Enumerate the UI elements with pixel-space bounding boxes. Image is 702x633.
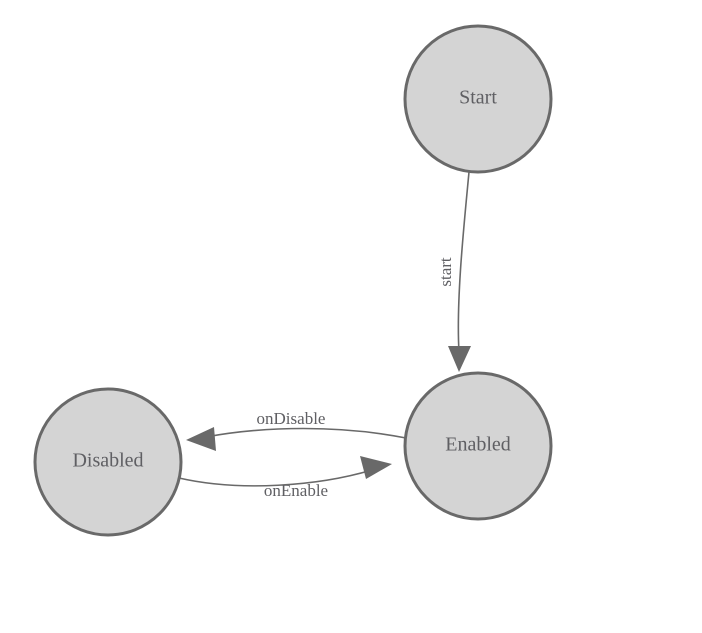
edge-start-to-enabled[interactable]: start bbox=[436, 171, 471, 372]
arrowhead-disabled-to-enabled-icon bbox=[360, 456, 392, 479]
node-enabled-label: Enabled bbox=[445, 434, 511, 456]
node-disabled[interactable]: Disabled bbox=[33, 387, 183, 537]
node-start-label: Start bbox=[459, 87, 497, 109]
node-start[interactable]: Start bbox=[403, 24, 553, 174]
arrowhead-enabled-to-disabled-icon bbox=[186, 427, 216, 451]
node-disabled-label: Disabled bbox=[72, 450, 143, 472]
edge-path-onenable bbox=[178, 469, 373, 487]
arrowhead-start-to-enabled-icon bbox=[448, 346, 471, 372]
node-disabled-circle[interactable] bbox=[33, 387, 183, 537]
node-enabled-circle[interactable] bbox=[403, 371, 553, 521]
node-enabled[interactable]: Enabled bbox=[403, 371, 553, 521]
edge-label-onenable: onEnable bbox=[264, 481, 328, 500]
edge-path-start bbox=[457, 171, 470, 353]
node-start-circle[interactable] bbox=[403, 24, 553, 174]
edge-enabled-to-disabled[interactable]: onDisable bbox=[186, 409, 407, 451]
edge-label-start: start bbox=[436, 257, 455, 287]
edge-label-ondisable: onDisable bbox=[257, 409, 326, 428]
edge-disabled-to-enabled[interactable]: onEnable bbox=[178, 456, 392, 500]
edge-path-ondisable bbox=[205, 427, 407, 439]
